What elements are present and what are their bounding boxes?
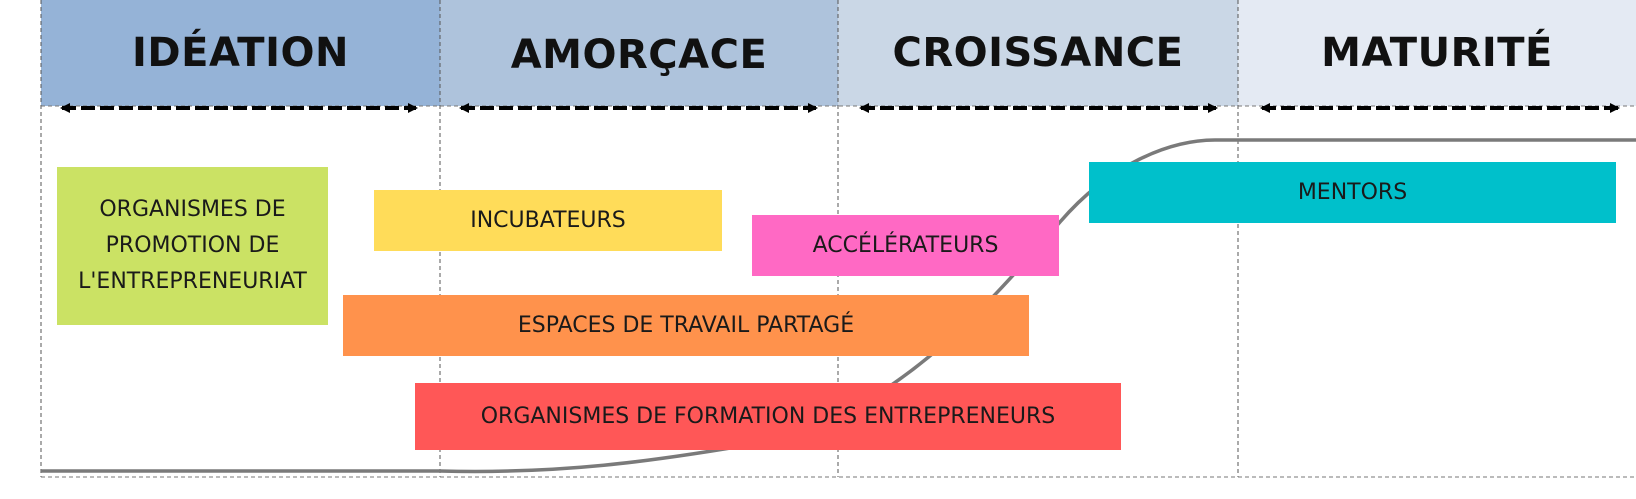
phase-title-croissance: CROISSANCE — [892, 30, 1184, 76]
bar-espaces-travail: ESPACES DE TRAVAIL PARTAGÉ — [343, 295, 1029, 356]
bar-label: ORGANISMES DE FORMATION DES ENTREPRENEUR… — [480, 403, 1056, 429]
bar-label: ACCÉLÉRATEURS — [812, 232, 999, 258]
phase-header-amorcace: AMORÇACE — [440, 0, 838, 106]
bar-label-line: L'ENTREPRENEURIAT — [78, 269, 307, 294]
bar-label: MENTORS — [1297, 179, 1408, 205]
phase-title-amorcace: AMORÇACE — [510, 32, 768, 78]
phase-header-ideation: IDÉATION — [41, 0, 440, 106]
phase-header-maturite: MATURITÉ — [1238, 0, 1636, 106]
bar-label: ESPACES DE TRAVAIL PARTAGÉ — [517, 312, 855, 338]
bar-incubateurs: INCUBATEURS — [374, 190, 722, 251]
bar-label-line: ORGANISMES DE — [99, 197, 286, 222]
phase-title-maturite: MATURITÉ — [1321, 30, 1553, 76]
phase-header-croissance: CROISSANCE — [838, 0, 1238, 106]
bar-label-line: PROMOTION DE — [105, 233, 280, 258]
bar-organismes-promotion: ORGANISMES DE PROMOTION DE L'ENTREPRENEU… — [57, 167, 328, 325]
bar-organismes-promotion-text: ORGANISMES DE PROMOTION DE L'ENTREPRENEU… — [78, 192, 307, 300]
phase-title-ideation: IDÉATION — [132, 30, 349, 76]
bar-organismes-formation: ORGANISMES DE FORMATION DES ENTREPRENEUR… — [415, 383, 1121, 450]
bar-mentors: MENTORS — [1089, 162, 1616, 223]
bar-label: INCUBATEURS — [470, 207, 626, 233]
bar-accelerateurs: ACCÉLÉRATEURS — [752, 215, 1059, 276]
